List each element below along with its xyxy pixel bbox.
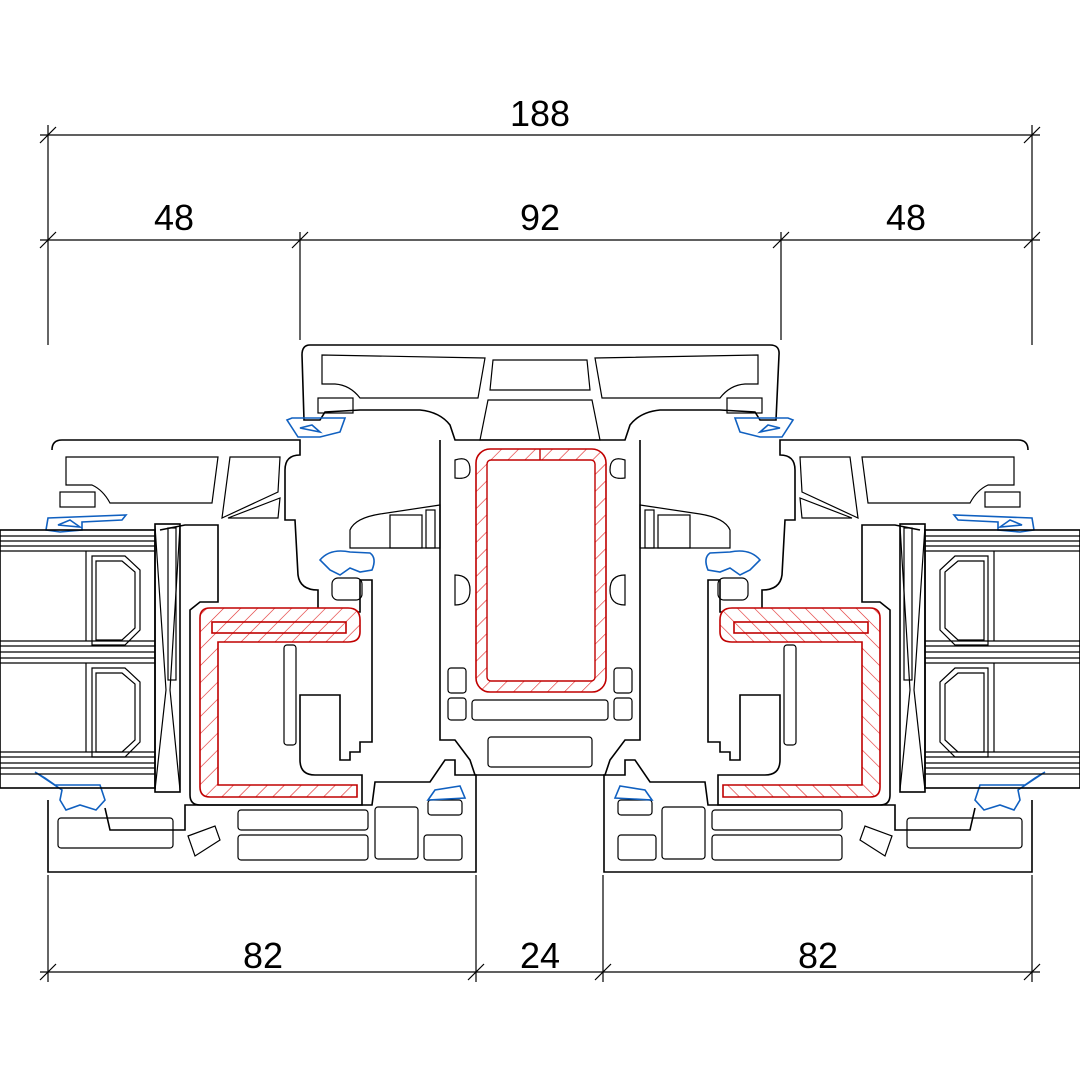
dimension-top-left: 48 [154, 197, 194, 238]
dimension-top-middle: 92 [520, 197, 560, 238]
dimension-overall: 188 [510, 93, 570, 134]
dimension-bottom-middle: 24 [520, 935, 560, 976]
center-frame-profile [301, 344, 780, 776]
right-sash-assembly [603, 397, 1080, 873]
left-sash-assembly [0, 397, 477, 873]
dimension-top-right: 48 [886, 197, 926, 238]
center-steel-inner [486, 459, 596, 682]
dimension-bottom-right: 82 [798, 935, 838, 976]
dimension-lines [39, 125, 1041, 982]
dimension-bottom-left: 82 [243, 935, 283, 976]
